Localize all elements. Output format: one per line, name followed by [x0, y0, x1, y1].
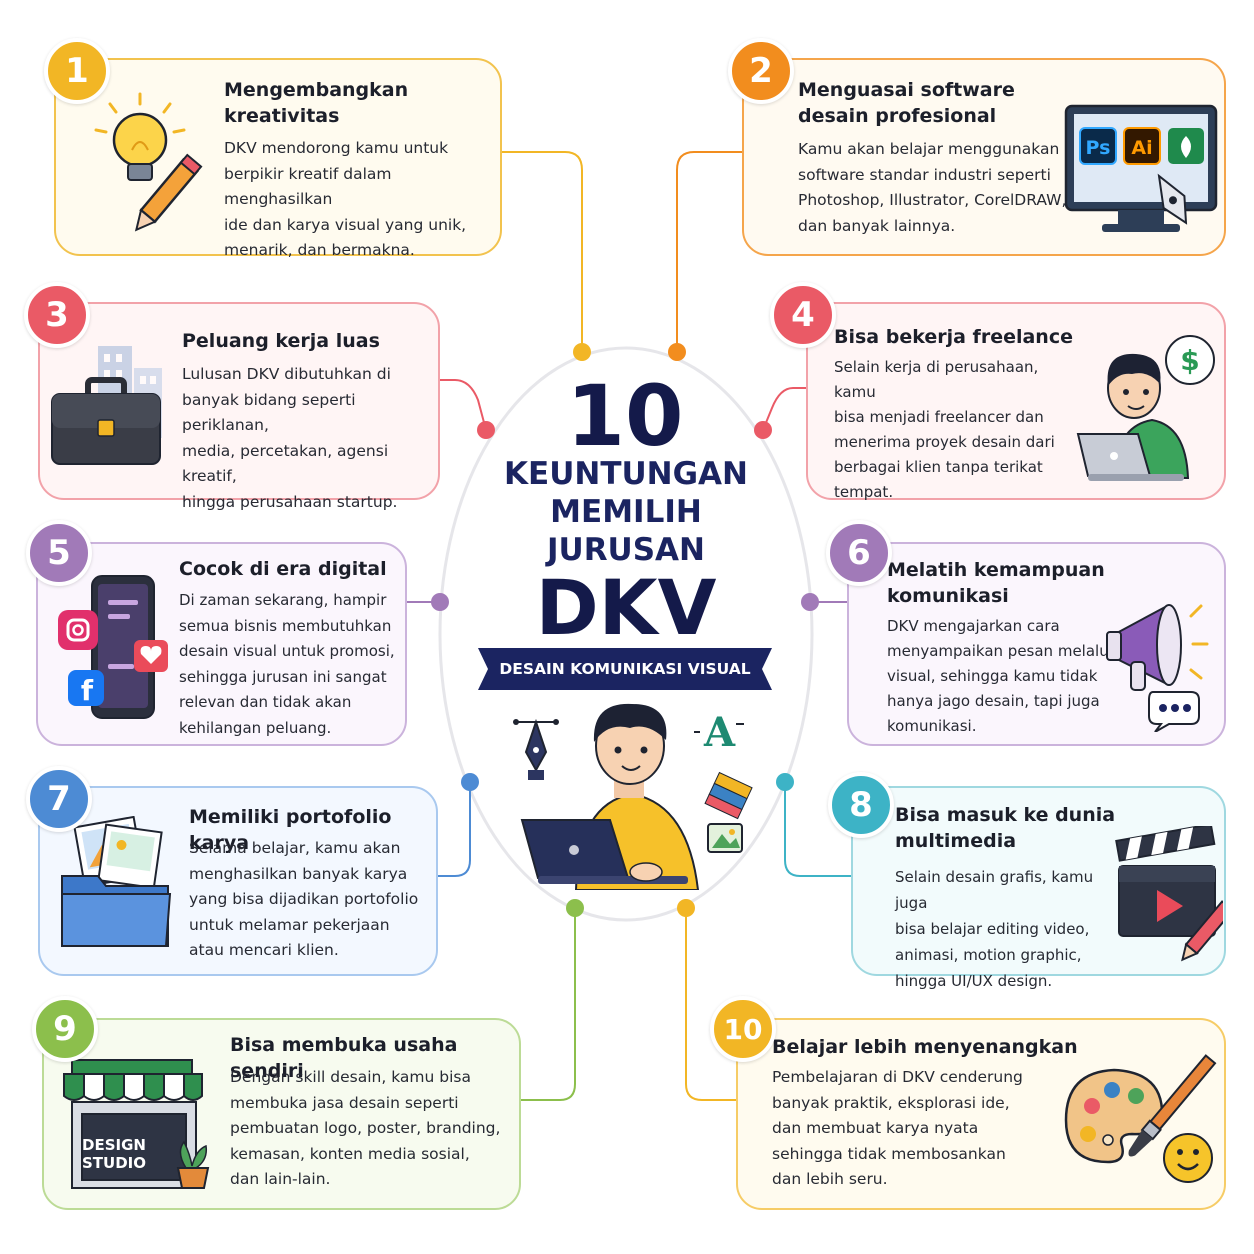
- freelancer-icon: $: [1076, 335, 1215, 481]
- card-1: Mengembangkan kreativitas DKV mendorong …: [54, 58, 502, 259]
- coreldraw-icon: [1181, 136, 1191, 158]
- card-2: Menguasai software desain profesional Ka…: [742, 58, 1226, 256]
- illustrator-icon: Ai: [1131, 137, 1152, 159]
- card-3-title: Peluang kerja luas: [182, 330, 380, 352]
- title-number: 10: [566, 367, 684, 465]
- card-7: Memiliki portofolio karya Selama belajar…: [38, 786, 438, 976]
- card-3-text: Lulusan DKV dibutuhkan di banyak bidang …: [182, 365, 398, 511]
- chat-bubble-icon: [1148, 691, 1200, 732]
- card-4-title: Bisa bekerja freelance: [834, 326, 1073, 348]
- badge-6: 6: [826, 520, 892, 586]
- card-2-text: Kamu akan belajar menggunakan software s…: [798, 140, 1067, 235]
- title-line-2: MEMILIH: [550, 494, 702, 530]
- card-3: Peluang kerja luas Lulusan DKV dibutuhka…: [38, 302, 440, 511]
- card-8-text: Selain desain grafis, kamu juga bisa bel…: [895, 868, 1094, 990]
- badge-10: 10: [710, 996, 776, 1062]
- color-swatch-icon: [704, 771, 753, 820]
- title-line-1: KEUNTUNGAN: [504, 456, 748, 492]
- badge-4: 4: [770, 282, 836, 348]
- badge-2: 2: [728, 38, 794, 104]
- clapperboard-icon: [1115, 826, 1223, 962]
- title-line-3: JURUSAN: [546, 532, 705, 568]
- card-6-title: Melatih kemampuan komunikasi: [887, 559, 1105, 607]
- card-8: Bisa masuk ke dunia multimedia Selain de…: [851, 786, 1226, 990]
- badge-9: 9: [32, 996, 98, 1062]
- card-7-text: Selama belajar, kamu akan menghasilkan b…: [189, 839, 419, 959]
- lightbulb-pencil-icon: [94, 92, 203, 232]
- ribbon-banner-icon: [478, 648, 772, 690]
- card-6: Melatih kemampuan komunikasi DKV mengaja…: [847, 542, 1226, 746]
- svg-text:STUDIO: STUDIO: [82, 1154, 146, 1172]
- badge-1: 1: [44, 38, 110, 104]
- image-icon: [707, 823, 743, 853]
- briefcase-icon: [51, 346, 162, 465]
- instagram-icon: [58, 610, 98, 650]
- card-5-title: Cocok di era digital: [179, 558, 387, 580]
- folder-portfolio-icon: [61, 816, 172, 947]
- card-9-text: Dengan skill desain, kamu bisa membuka j…: [230, 1068, 501, 1188]
- megaphone-icon: [1106, 604, 1209, 732]
- card-1-text: DKV mendorong kamu untuk berpikir kreati…: [224, 139, 467, 259]
- card-7-title: Memiliki portofolio karya: [189, 806, 392, 854]
- card-10-text: Pembelajaran di DKV cenderung banyak pra…: [772, 1068, 1023, 1188]
- card-4: Bisa bekerja freelance Selain kerja di p…: [806, 302, 1226, 501]
- svg-text:f: f: [81, 674, 94, 707]
- card-4-text: Selain kerja di perusahaan, kamu bisa me…: [834, 358, 1055, 501]
- design-studio-icon: DESIGN STUDIO: [63, 1059, 210, 1189]
- card-5-text: Di zaman sekarang, hampir semua bisnis m…: [179, 591, 395, 737]
- card-9-title: Bisa membuka usaha sendiri: [230, 1034, 458, 1082]
- pen-tool-icon: [513, 718, 559, 780]
- badge-3: 3: [24, 282, 90, 348]
- svg-text:DESIGN: DESIGN: [82, 1136, 146, 1154]
- card-1-title: Mengembangkan kreativitas: [224, 79, 409, 127]
- badge-5: 5: [26, 520, 92, 586]
- card-10-title: Belajar lebih menyenangkan: [772, 1036, 1078, 1058]
- title-dkv: DKV: [535, 563, 717, 652]
- badge-7: 7: [26, 766, 92, 832]
- card-9: Bisa membuka usaha sendiri Dengan skill …: [42, 1018, 521, 1210]
- card-6-text: DKV mengajarkan cara menyampaikan pesan …: [887, 617, 1113, 735]
- photoshop-icon: Ps: [1086, 137, 1111, 159]
- smiley-icon: [1163, 1133, 1213, 1183]
- monitor-software-icon: Ps Ai: [1064, 104, 1218, 232]
- palette-brush-icon: [1064, 1054, 1217, 1183]
- smartphone-social-icon: f: [58, 575, 168, 719]
- card-8-title: Bisa masuk ke dunia multimedia: [895, 804, 1116, 852]
- letter-a-icon: A: [703, 709, 736, 756]
- student-laptop-icon: A: [513, 703, 753, 890]
- card-2-title: Menguasai software desain profesional: [798, 79, 1015, 127]
- card-10: Belajar lebih menyenangkan Pembelajaran …: [736, 1018, 1226, 1210]
- card-5: Cocok di era digital Di zaman sekarang, …: [36, 542, 407, 746]
- facebook-icon: [68, 670, 104, 706]
- badge-8: 8: [828, 772, 894, 838]
- dollar-icon: $: [1180, 344, 1199, 377]
- plant-icon: [176, 1140, 210, 1189]
- title-ribbon: DESAIN KOMUNIKASI VISUAL: [499, 660, 751, 678]
